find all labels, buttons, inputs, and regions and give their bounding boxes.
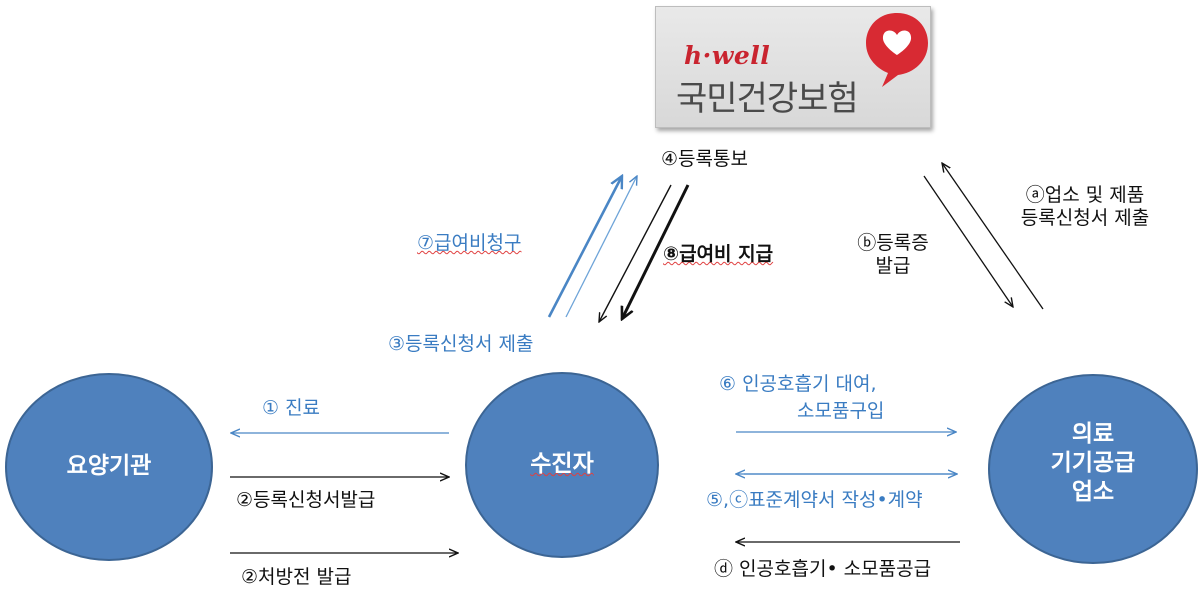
logo-org-name: 국민건강보험 [676,79,859,119]
supplier-line1: 의료 [1071,421,1115,447]
certificate-arrow [923,175,1013,307]
patient-node [465,372,659,558]
step-d-supply-label: ⓓ 인공호흡기• 소모품공급 [714,558,932,580]
supplier-node [988,374,1198,564]
submit-arrow [565,176,637,318]
step-b-line1: ⓑ등록증 [857,232,929,254]
step-2-form-issue-label: ②등록신청서발급 [236,489,376,511]
step-6-rental-line2: 소모품구입 [797,400,885,422]
notify-arrow [599,184,672,322]
step-4-notify-label: ④등록통보 [661,148,748,170]
patient-node-label: 수진자 [466,450,658,479]
step-b-certificate-label: ⓑ등록증 발급 [846,232,940,278]
step-a-line1: ⓐ업소 및 제품 [1025,184,1145,206]
supplier-node-label: 의료 기기공급 업소 [989,420,1197,506]
step-7-claim-label: ⑦급여비청구 [417,232,522,254]
heart-logo-icon [866,13,928,87]
supplier-line2: 기기공급 [1050,449,1136,476]
step-3-submit-label: ③등록신청서 제출 [388,333,534,355]
step-5c-contract-label: ⑤,ⓒ표준계약서 작성•계약 [706,489,923,511]
payment-arrow [622,184,690,319]
nhis-logo: h·well 국민건강보험 [655,6,931,128]
step-a-registration-label: ⓐ업소 및 제품 등록신청서 제출 [990,184,1180,230]
supplier-registration-arrow [942,163,1044,310]
claim-arrow [547,176,622,318]
step-6-rental-line1: ⑥ 인공호흡기 대여, [719,373,877,395]
step-1-treatment-label: ① 진료 [262,397,321,419]
logo-brand: h·well [684,41,771,70]
patient-node-text: 수진자 [530,451,594,477]
step-b-line2: 발급 [875,254,911,277]
step-a-line2: 등록신청서 제출 [1020,206,1150,229]
supplier-line3: 업소 [1071,478,1115,505]
clinic-node [5,373,213,561]
step-2-prescription-label: ②처방전 발급 [241,566,352,588]
clinic-node-label: 요양기관 [66,453,152,479]
step-8-payment-label: ⑧급여비 지급 [663,243,774,265]
